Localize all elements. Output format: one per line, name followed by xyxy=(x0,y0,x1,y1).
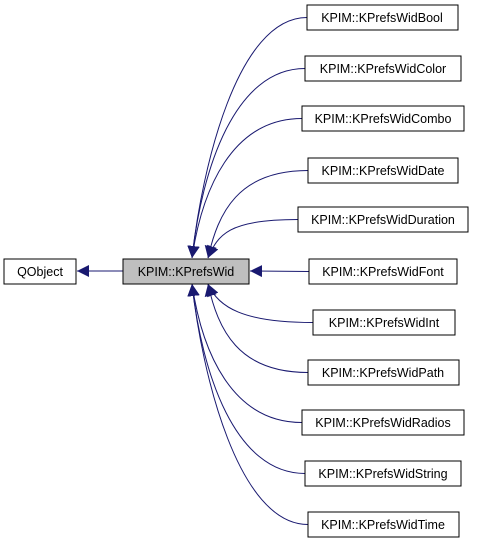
node-qobject-box xyxy=(3,258,77,285)
edge-child-4-to-kprefswid xyxy=(207,219,299,259)
node-kprefswidpath[interactable]: KPIM::KPrefsWidPath xyxy=(307,359,460,386)
node-kprefswidpath-label: KPIM::KPrefsWidPath xyxy=(322,366,444,380)
node-kprefswidfont[interactable]: KPIM::KPrefsWidFont xyxy=(308,258,458,285)
edge-layer xyxy=(77,17,314,525)
node-kprefswidpath-box xyxy=(307,359,460,386)
edge-child-6-to-kprefswid xyxy=(207,283,314,323)
node-kprefswidcolor-box xyxy=(304,55,462,82)
node-kprefswidcombo-box xyxy=(301,105,465,132)
edge-child-3-to-kprefswid xyxy=(204,170,309,259)
node-kprefswidint-box xyxy=(312,309,456,336)
node-kprefswidstring-label: KPIM::KPrefsWidString xyxy=(318,467,447,481)
node-kprefswidduration-box xyxy=(297,206,469,233)
node-kprefswidstring-box xyxy=(304,460,462,487)
node-kprefswidstring[interactable]: KPIM::KPrefsWidString xyxy=(304,460,462,487)
node-kprefswidbool[interactable]: KPIM::KPrefsWidBool xyxy=(306,4,459,31)
node-kprefswidcolor-label: KPIM::KPrefsWidColor xyxy=(320,62,446,76)
node-kprefswidcolor[interactable]: KPIM::KPrefsWidColor xyxy=(304,55,462,82)
node-kprefswid-box xyxy=(122,258,250,285)
node-kprefswidbool-box xyxy=(306,4,459,31)
edge-child-0-to-kprefswid xyxy=(187,17,308,259)
node-kprefswidcombo[interactable]: KPIM::KPrefsWidCombo xyxy=(301,105,465,132)
node-kprefswiddate-label: KPIM::KPrefsWidDate xyxy=(322,164,445,178)
node-kprefswidfont-box xyxy=(308,258,458,285)
edge-child-2-to-kprefswid xyxy=(187,118,303,259)
node-kprefswidint-label: KPIM::KPrefsWidInt xyxy=(329,316,440,330)
node-qobject[interactable]: QObject xyxy=(3,258,77,285)
node-kprefswiddate[interactable]: KPIM::KPrefsWidDate xyxy=(307,157,459,184)
node-kprefswid-label: KPIM::KPrefsWid xyxy=(138,265,235,279)
edge-child-10-to-kprefswid xyxy=(187,283,309,525)
edge-child-1-to-kprefswid xyxy=(187,68,306,259)
node-qobject-label: QObject xyxy=(17,265,63,279)
edge-child-8-to-kprefswid xyxy=(187,283,303,423)
node-kprefswidduration[interactable]: KPIM::KPrefsWidDuration xyxy=(297,206,469,233)
node-kprefswidtime-label: KPIM::KPrefsWidTime xyxy=(321,518,445,532)
edge-child-7-to-kprefswid xyxy=(204,283,309,373)
node-kprefswidtime-box xyxy=(307,511,460,538)
node-kprefswidradios[interactable]: KPIM::KPrefsWidRadios xyxy=(301,409,465,436)
node-kprefswidint[interactable]: KPIM::KPrefsWidInt xyxy=(312,309,456,336)
node-kprefswidradios-label: KPIM::KPrefsWidRadios xyxy=(315,416,450,430)
node-kprefswiddate-box xyxy=(307,157,459,184)
edge-child-5-to-kprefswid xyxy=(249,265,310,278)
node-kprefswidbool-label: KPIM::KPrefsWidBool xyxy=(321,11,443,25)
node-kprefswidradios-box xyxy=(301,409,465,436)
node-kprefswid[interactable]: KPIM::KPrefsWid xyxy=(122,258,250,285)
node-kprefswidduration-label: KPIM::KPrefsWidDuration xyxy=(311,213,455,227)
node-kprefswidfont-label: KPIM::KPrefsWidFont xyxy=(322,265,444,279)
node-kprefswidtime[interactable]: KPIM::KPrefsWidTime xyxy=(307,511,460,538)
node-kprefswidcombo-label: KPIM::KPrefsWidCombo xyxy=(315,112,452,126)
